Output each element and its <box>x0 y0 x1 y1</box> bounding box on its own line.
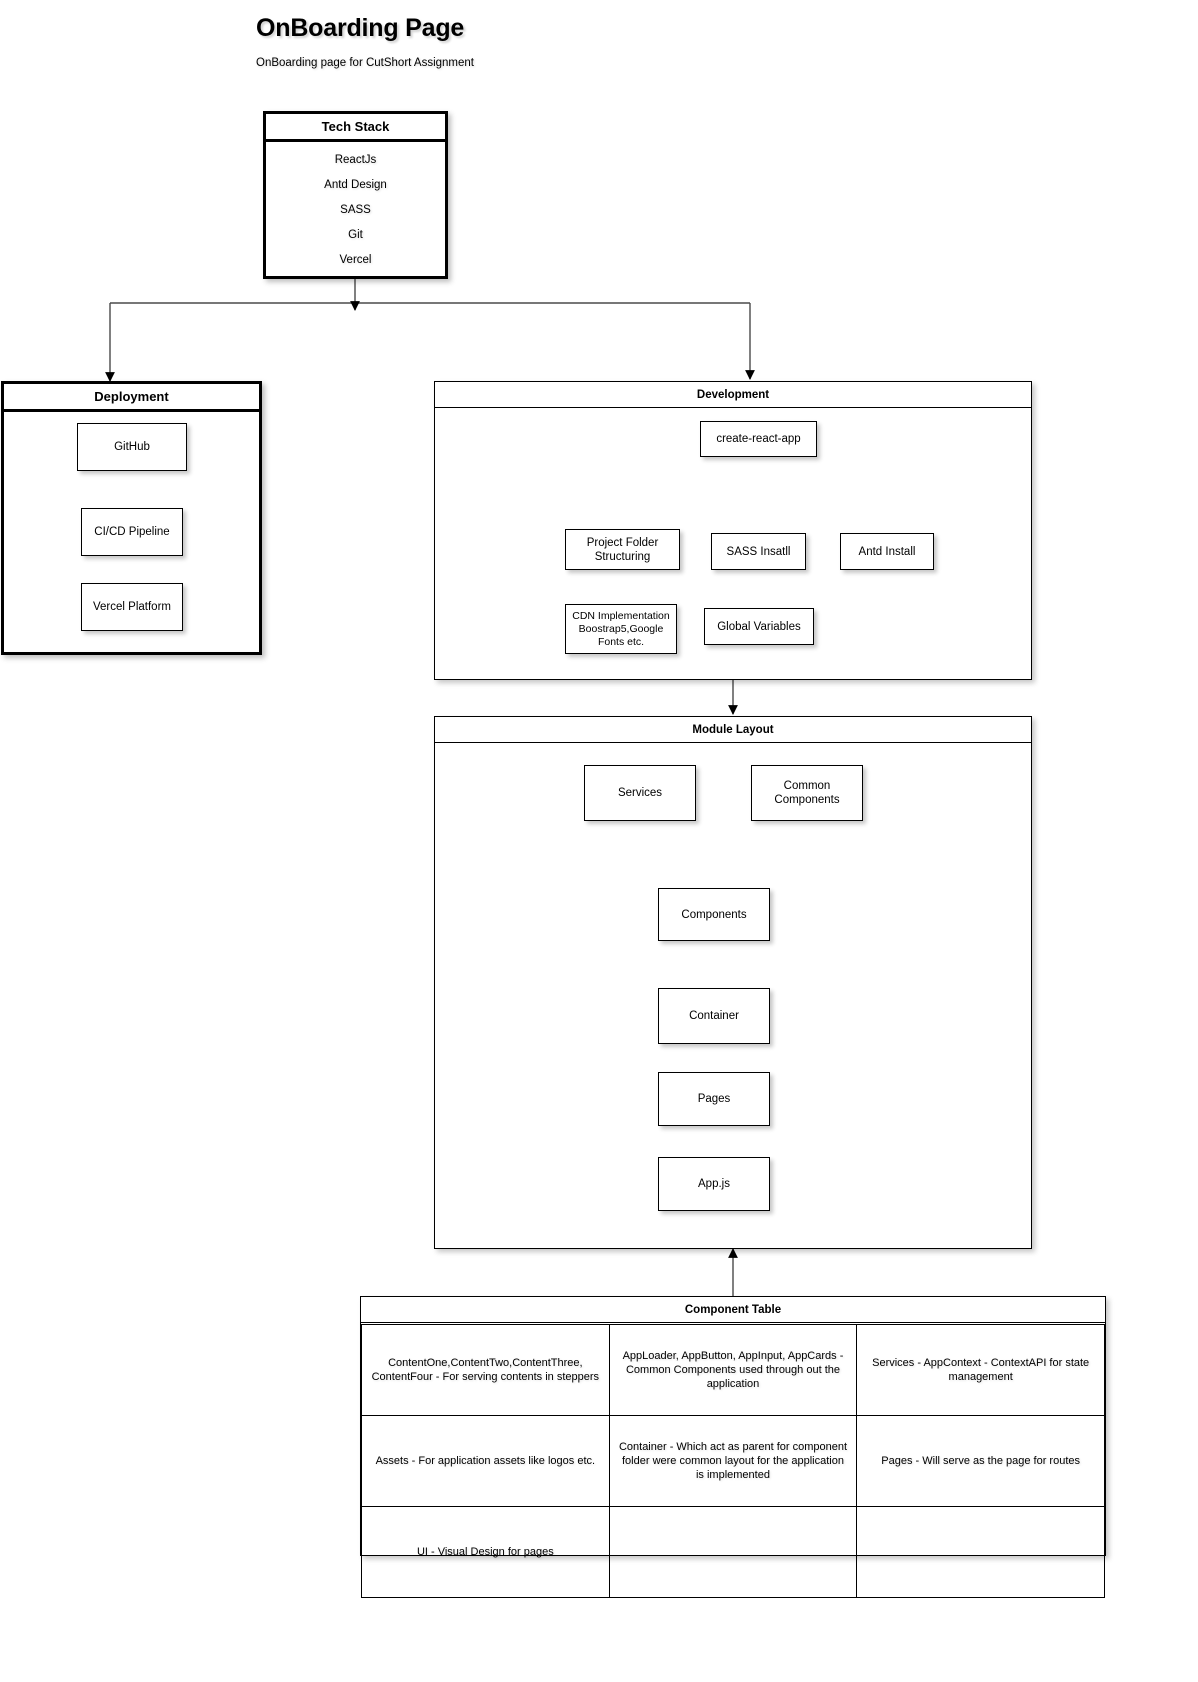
node-common-components-label: Common Components <box>774 780 840 806</box>
node-vercel-platform[interactable]: Vercel Platform <box>81 583 183 631</box>
node-container[interactable]: Container <box>658 988 770 1044</box>
table-cell[interactable]: AppLoader, AppButton, AppInput, AppCards… <box>608 1324 858 1416</box>
node-cdn-implementation-label: CDN Implementation Boostrap5,Google Font… <box>572 609 670 648</box>
node-global-variables[interactable]: Global Variables <box>704 608 814 645</box>
module-layout-title: Module Layout <box>435 717 1031 743</box>
table-cell[interactable]: Pages - Will serve as the page for route… <box>856 1415 1105 1507</box>
tech-stack-group[interactable]: Tech Stack ReactJs Antd Design SASS Git … <box>263 111 448 279</box>
node-sass-install[interactable]: SASS Insatll <box>711 533 806 570</box>
tech-stack-item-sass: SASS <box>340 203 371 216</box>
table-cell[interactable]: Container - Which act as parent for comp… <box>608 1415 858 1507</box>
node-appjs-label: App.js <box>698 1178 730 1190</box>
tech-stack-item-git: Git <box>348 228 363 241</box>
tech-stack-item-vercel: Vercel <box>339 253 372 266</box>
node-components[interactable]: Components <box>658 888 770 941</box>
tech-stack-item-reactjs: ReactJs <box>334 154 377 167</box>
node-global-variables-label: Global Variables <box>717 620 801 633</box>
node-vercel-platform-label: Vercel Platform <box>93 601 171 613</box>
node-cicd-pipeline[interactable]: CI/CD Pipeline <box>81 508 183 556</box>
deployment-title: Deployment <box>4 384 259 412</box>
development-title: Development <box>435 382 1031 408</box>
node-cdn-implementation[interactable]: CDN Implementation Boostrap5,Google Font… <box>565 604 677 654</box>
node-components-label: Components <box>681 908 747 921</box>
table-cell[interactable]: UI - Visual Design for pages <box>361 1506 610 1598</box>
tech-stack-list: ReactJs Antd Design SASS Git Vercel <box>266 142 445 276</box>
page-title: OnBoarding Page <box>256 14 465 42</box>
node-antd-install[interactable]: Antd Install <box>840 533 934 570</box>
node-create-react-app[interactable]: create-react-app <box>700 421 817 457</box>
node-github-label: GitHub <box>114 441 150 453</box>
node-create-react-app-label: create-react-app <box>716 433 801 445</box>
node-container-label: Container <box>689 1010 739 1022</box>
node-common-components[interactable]: Common Components <box>751 765 863 821</box>
node-project-folder-structuring[interactable]: Project Folder Structuring <box>565 529 680 570</box>
node-cicd-pipeline-label: CI/CD Pipeline <box>94 526 170 538</box>
node-services-label: Services <box>617 787 663 799</box>
table-row: UI - Visual Design for pages <box>361 1506 1105 1598</box>
component-table-group[interactable]: Component Table ContentOne,ContentTwo,Co… <box>360 1296 1106 1598</box>
table-cell[interactable]: ContentOne,ContentTwo,ContentThree, Cont… <box>361 1324 610 1416</box>
page-subtitle: OnBoarding page for CutShort Assignment <box>256 57 474 69</box>
node-services[interactable]: Services <box>584 765 696 821</box>
node-pages[interactable]: Pages <box>658 1072 770 1126</box>
table-cell[interactable] <box>856 1506 1105 1598</box>
table-cell[interactable] <box>608 1506 858 1598</box>
tech-stack-title: Tech Stack <box>266 114 445 142</box>
tech-stack-item-antd-design: Antd Design <box>324 179 387 192</box>
table-row: ContentOne,ContentTwo,ContentThree, Cont… <box>361 1324 1105 1416</box>
component-table: ContentOne,ContentTwo,ContentThree, Cont… <box>361 1324 1105 1598</box>
node-sass-install-label: SASS Insatll <box>726 545 791 558</box>
node-appjs[interactable]: App.js <box>658 1157 770 1211</box>
node-github[interactable]: GitHub <box>77 423 187 471</box>
node-pages-label: Pages <box>697 1093 731 1105</box>
node-project-folder-structuring-label: Project Folder Structuring <box>586 536 659 563</box>
module-layout-group[interactable]: Module Layout <box>434 716 1032 1249</box>
table-cell[interactable]: Assets - For application assets like log… <box>361 1415 610 1507</box>
component-table-title: Component Table <box>361 1297 1105 1323</box>
node-antd-install-label: Antd Install <box>858 545 916 558</box>
table-cell[interactable]: Services - AppContext - ContextAPI for s… <box>856 1324 1105 1416</box>
table-row: Assets - For application assets like log… <box>361 1415 1105 1507</box>
